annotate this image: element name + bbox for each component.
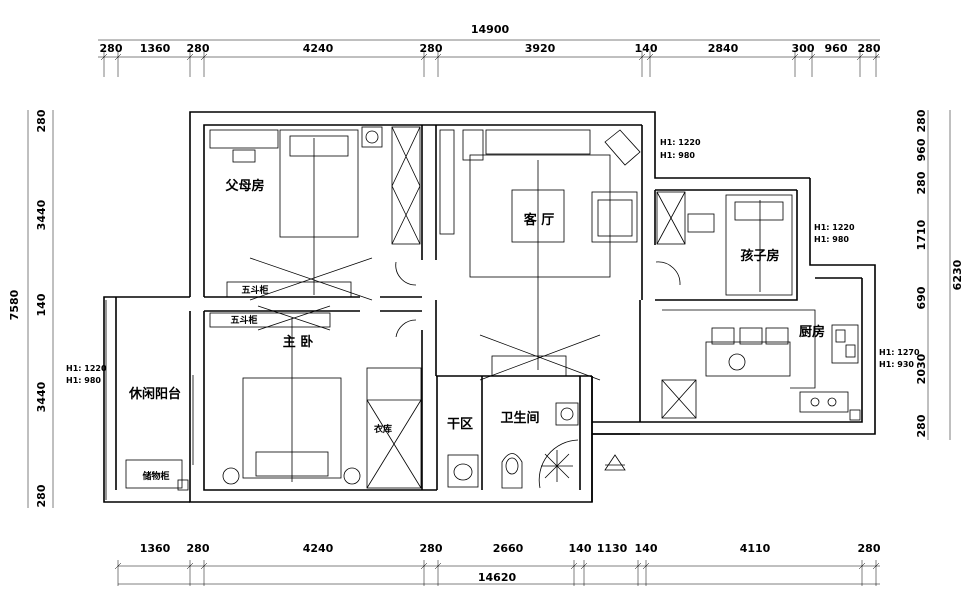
label-dry-area: 干区 [447,417,473,432]
dim-left-3: 3440 [35,381,48,412]
dim-left-2: 140 [35,293,48,316]
label-parents-room: 父母房 [224,178,264,194]
dims-left: 280 3440 140 3440 280 [35,109,48,507]
dim-bottom-5: 140 [569,542,592,555]
label-bathroom: 卫生间 [500,410,539,426]
dim-bottom-7: 140 [635,542,658,555]
dim-bottom-9: 280 [858,542,881,555]
dim-bottom-0: 1360 [140,542,171,555]
dims-bottom: 1360 280 4240 280 2660 140 1130 140 4110… [140,542,881,555]
dim-bottom-6: 1130 [597,542,628,555]
window-note-living-1: H1: 1220 [660,138,701,147]
dim-right-0: 280 [915,109,928,132]
dim-top-8: 300 [792,42,815,55]
overall-left-height: 7580 [8,289,21,320]
living-room-furniture [439,129,641,381]
window-note-kitchen-1: H1: 1270 [879,348,920,357]
dim-top-9: 960 [825,42,848,55]
dim-right-5: 2030 [915,353,928,384]
dim-top-2: 280 [187,42,210,55]
kitchen-furniture [661,309,861,421]
label-cabinet-bottom: 五斗柜 [230,314,257,326]
overall-bottom-width: 14620 [478,571,517,584]
master-bedroom-furniture [209,305,422,489]
dim-bottom-1: 280 [187,542,210,555]
dim-top-5: 3920 [525,42,556,55]
bathroom-fixtures [447,402,579,489]
north-arrow-icon [604,454,626,471]
parents-room-furniture [209,126,421,338]
overall-top-width: 14900 [471,23,510,36]
dim-left-1: 3440 [35,199,48,230]
dim-bottom-3: 280 [420,542,443,555]
dim-top-0: 280 [100,42,123,55]
dim-top-3: 4240 [303,42,334,55]
label-wardrobe: 衣库 [374,423,392,435]
label-master-bedroom: 主 卧 [283,334,314,350]
label-storage: 储物柜 [142,470,169,482]
dims-top: 280 1360 280 4240 280 3920 140 2840 300 … [100,42,881,55]
dim-top-4: 280 [420,42,443,55]
dim-bottom-8: 4110 [740,542,771,555]
dim-right-6: 280 [915,414,928,437]
label-kitchen: 厨房 [799,324,825,340]
dim-right-4: 690 [915,286,928,309]
dim-top-10: 280 [858,42,881,55]
window-note-kitchen-2: H1: 930 [879,360,914,369]
dim-left-4: 280 [35,484,48,507]
dim-right-2: 280 [915,171,928,194]
window-note-kids-2: H1: 980 [814,235,849,244]
dim-top-6: 140 [635,42,658,55]
dim-right-3: 1710 [915,219,928,250]
label-balcony: 休闲阳台 [128,386,181,402]
overall-right-height: 6230 [951,259,964,290]
label-kids-room: 孩子房 [740,248,779,264]
window-note-balcony-1: H1: 1220 [66,364,107,373]
dim-left-0: 280 [35,109,48,132]
window-note-kids-1: H1: 1220 [814,223,855,232]
label-living-room: 客 厅 [524,212,555,228]
balcony-furniture [105,300,194,500]
label-cabinet-top: 五斗柜 [241,284,268,296]
dimension-lines [27,39,951,586]
dim-bottom-4: 2660 [493,542,524,555]
walls [103,111,876,503]
window-note-balcony-2: H1: 980 [66,376,101,385]
dim-right-1: 960 [915,138,928,161]
dims-right: 280 960 280 1710 690 2030 280 [915,109,928,437]
kids-room-furniture [655,191,793,296]
dim-bottom-2: 4240 [303,542,334,555]
window-note-living-2: H1: 980 [660,151,695,160]
dim-top-1: 1360 [140,42,171,55]
dim-top-7: 2840 [708,42,739,55]
